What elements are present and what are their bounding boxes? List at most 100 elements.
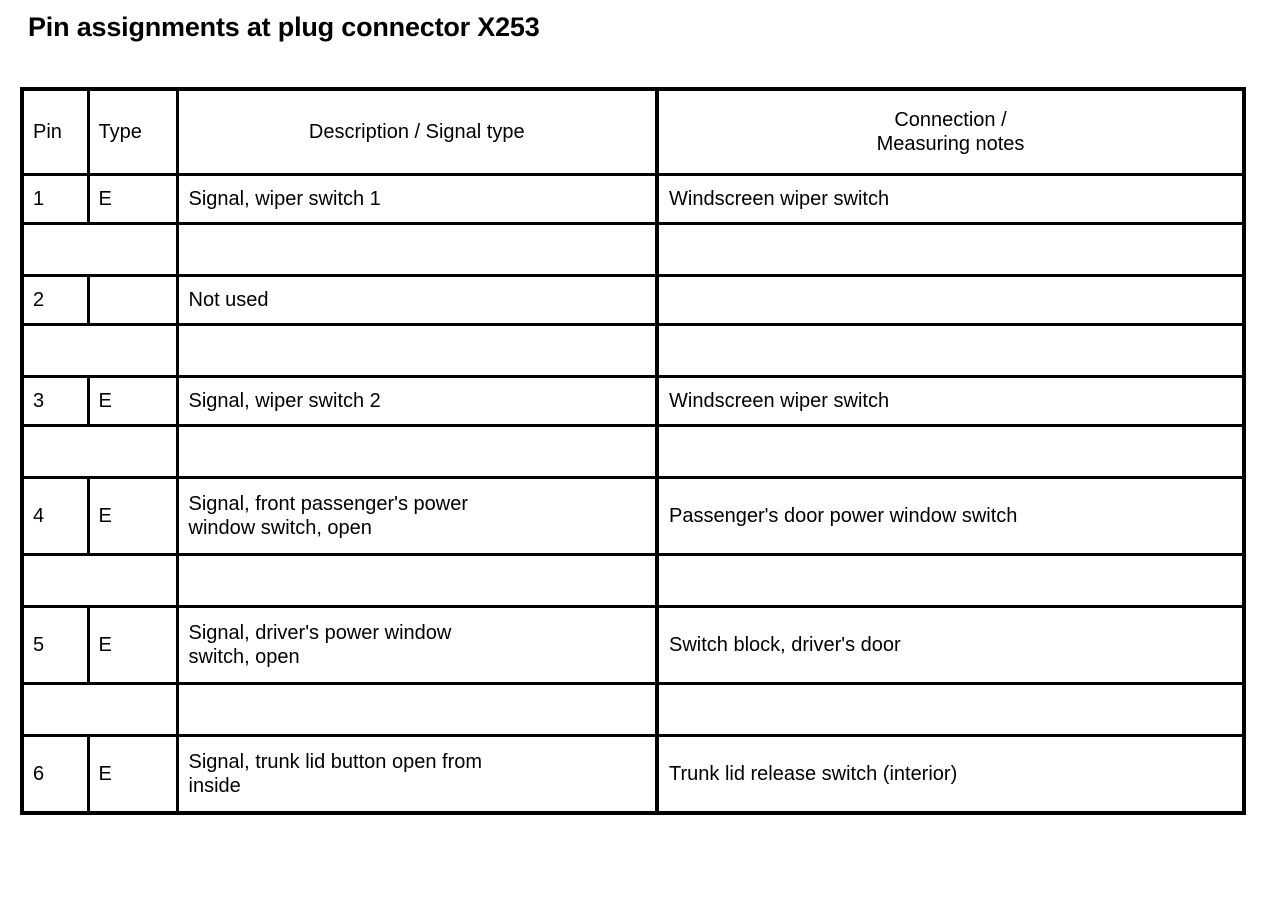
cell-pin-text: 4 [33,505,45,527]
cell-connection-text [659,446,1242,458]
table-header-row: Pin Type Description / Signal type Conne… [20,87,1246,176]
column-header-type: Type [86,87,179,176]
cell-connection-text: Windscreen wiper switch [669,389,890,412]
cell-description [175,222,659,277]
cell-pin: 6 [20,734,90,815]
column-header-connection-block: Connection / Measuring notes [659,104,1242,160]
cell-type-text [90,294,176,306]
cell-pin-text: 6 [33,763,45,785]
cell-description-text [179,704,656,716]
cell-connection [655,222,1246,277]
cell-connection-text [659,704,1242,716]
cell-type: E [86,605,179,685]
cell-description-text: Not used [188,288,269,311]
column-header-pin: Pin [20,87,90,176]
cell-description [175,553,659,608]
cell-description-text: Signal, wiper switch 2 [188,389,381,412]
table-spacer-row [20,323,1246,378]
column-header-type-label: Type [98,121,142,143]
cell-pin-text: 2 [33,289,45,311]
table-spacer-row [20,424,1246,479]
cell-pin: 5 [20,605,90,685]
table-spacer-row [20,222,1246,277]
cell-connection-text: Switch block, driver's door [669,633,901,656]
cell-description: Signal, wiper switch 1 [175,173,659,225]
table-row: 3 E Signal, wiper switch 2 Windscreen wiper… [20,375,1246,427]
table-row: 6 E Signal, trunk lid button open from ins… [20,734,1246,815]
cell-pin-type-merged [20,323,179,378]
cell-description [175,323,659,378]
cell-type: E [86,476,179,556]
table-row: 4 E Signal, front passenger's power window… [20,476,1246,556]
cell-connection [655,553,1246,608]
cell-pin-text: 5 [33,634,45,656]
table-row: 2 Not used [20,274,1246,326]
cell-description-text: Signal, trunk lid button open from insid… [188,750,483,797]
table-row: 1 E Signal, wiper switch 1 Windscreen wiper… [20,173,1246,225]
cell-connection: Windscreen wiper switch [655,375,1246,427]
cell-pin-text: 1 [33,188,45,210]
cell-pin-type-merged-text [24,244,176,256]
cell-connection: Trunk lid release switch (interior) [655,734,1246,815]
cell-type: E [86,734,179,815]
cell-pin-type-merged-text [24,575,176,587]
column-header-connection-line2: Measuring notes [876,133,1025,155]
cell-connection [655,274,1246,326]
cell-connection-text [659,244,1242,256]
cell-pin-type-merged [20,424,179,479]
cell-type-text: E [98,505,112,527]
cell-connection [655,424,1246,479]
cell-type-text: E [98,390,112,412]
cell-type: E [86,173,179,225]
column-header-description: Description / Signal type [175,87,659,176]
cell-connection [655,323,1246,378]
table-row: 5 E Signal, driver's power window switch, … [20,605,1246,685]
cell-pin-text: 3 [33,390,45,412]
cell-type-text: E [98,763,112,785]
column-header-connection-line1: Connection / [894,109,1007,131]
cell-pin-type-merged-text [24,446,176,458]
cell-connection: Switch block, driver's door [655,605,1246,685]
cell-description-text [179,244,656,256]
cell-description: Signal, wiper switch 2 [175,375,659,427]
cell-description-text: Signal, wiper switch 1 [188,187,381,210]
cell-connection-text [659,294,1242,306]
cell-description-text [179,575,656,587]
cell-description-text [179,345,656,357]
table-spacer-row [20,553,1246,608]
cell-description-text [179,446,656,458]
cell-description-text: Signal, front passenger's power window s… [188,492,469,539]
cell-pin: 4 [20,476,90,556]
cell-connection: Passenger's door power window switch [655,476,1246,556]
pin-assignment-table-container: Pin Type Description / Signal type Conne… [20,87,1246,815]
table-header: Pin Type Description / Signal type Conne… [20,87,1246,176]
cell-connection [655,682,1246,737]
cell-connection-text [659,345,1242,357]
cell-description-text: Signal, driver's power window switch, op… [188,621,452,668]
cell-connection-text: Windscreen wiper switch [669,187,890,210]
column-header-pin-label: Pin [33,121,62,143]
cell-type: E [86,375,179,427]
cell-pin-type-merged-text [24,704,176,716]
cell-description: Signal, trunk lid button open from insid… [175,734,659,815]
table-spacer-row [20,682,1246,737]
cell-connection-text: Passenger's door power window switch [669,504,1018,527]
cell-description: Signal, front passenger's power window s… [175,476,659,556]
cell-connection-text: Trunk lid release switch (interior) [669,762,958,785]
column-header-connection: Connection / Measuring notes [655,87,1246,176]
cell-connection-text [659,575,1242,587]
cell-pin-type-merged [20,682,179,737]
cell-description [175,424,659,479]
pin-assignment-table: Pin Type Description / Signal type Conne… [20,87,1246,815]
cell-type [86,274,179,326]
page-title: Pin assignments at plug connector X253 [28,12,540,42]
cell-description [175,682,659,737]
cell-pin-type-merged [20,553,179,608]
cell-description: Not used [175,274,659,326]
cell-connection: Windscreen wiper switch [655,173,1246,225]
cell-type-text: E [98,188,112,210]
cell-pin: 2 [20,274,90,326]
cell-type-text: E [98,634,112,656]
